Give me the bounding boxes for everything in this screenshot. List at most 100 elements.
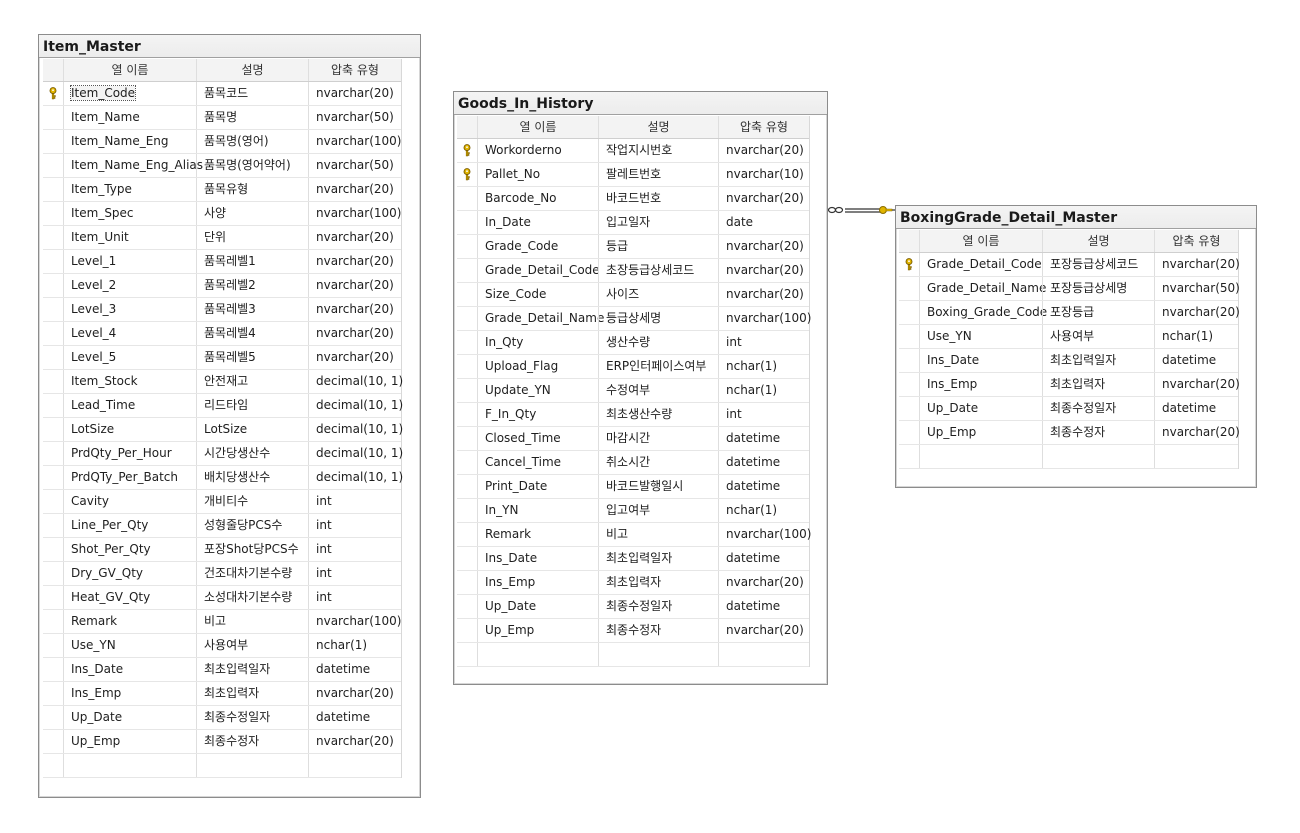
row-selector[interactable]	[457, 475, 477, 498]
compression-type-cell[interactable]: datetime	[1154, 397, 1238, 420]
compression-type-cell[interactable]: int	[308, 538, 401, 561]
column-name-cell[interactable]: Ins_Emp	[63, 682, 196, 705]
description-cell[interactable]: 품목레벨4	[196, 322, 308, 345]
row-selector[interactable]	[899, 373, 919, 396]
description-cell[interactable]: LotSize	[196, 418, 308, 441]
compression-type-cell[interactable]: nvarchar(20)	[308, 274, 401, 297]
description-cell[interactable]: 마감시간	[598, 427, 718, 450]
compression-type-cell[interactable]: nvarchar(20)	[308, 322, 401, 345]
empty-cell[interactable]	[919, 445, 1042, 468]
compression-type-cell[interactable]: nvarchar(20)	[308, 250, 401, 273]
compression-type-cell[interactable]: nvarchar(50)	[1154, 277, 1240, 300]
column-name-cell[interactable]: Barcode_No	[477, 187, 598, 210]
row-selector[interactable]	[43, 490, 63, 513]
description-cell[interactable]: 최초입력자	[1042, 373, 1154, 396]
row-selector[interactable]	[43, 154, 63, 177]
description-cell[interactable]: 개비티수	[196, 490, 308, 513]
row-selector[interactable]	[457, 523, 477, 546]
row-selector[interactable]	[457, 307, 477, 330]
row-selector[interactable]	[457, 403, 477, 426]
compression-type-cell[interactable]: nvarchar(20)	[718, 259, 809, 282]
column-name-cell[interactable]: In_YN	[477, 499, 598, 522]
row-selector[interactable]	[457, 163, 477, 186]
row-selector[interactable]	[43, 706, 63, 729]
description-cell[interactable]: 사용여부	[1042, 325, 1154, 348]
column-name-cell[interactable]: Cavity	[63, 490, 196, 513]
compression-type-cell[interactable]: decimal(10, 1)	[308, 394, 403, 417]
column-name-cell[interactable]: Ins_Date	[919, 349, 1042, 372]
compression-type-cell[interactable]: nchar(1)	[1154, 325, 1238, 348]
row-selector[interactable]	[43, 514, 63, 537]
row-selector[interactable]	[457, 331, 477, 354]
description-cell[interactable]: 최종수정자	[196, 730, 308, 753]
row-selector[interactable]	[899, 253, 919, 276]
row-selector[interactable]	[43, 250, 63, 273]
description-cell[interactable]: 최초입력일자	[1042, 349, 1154, 372]
description-cell[interactable]: 최초입력일자	[196, 658, 308, 681]
row-selector[interactable]	[457, 619, 477, 642]
description-cell[interactable]: 최종수정자	[598, 619, 718, 642]
row-selector[interactable]	[43, 130, 63, 153]
description-cell[interactable]: 취소시간	[598, 451, 718, 474]
column-name-cell[interactable]: Up_Emp	[919, 421, 1042, 444]
row-selector[interactable]	[899, 277, 919, 300]
compression-type-cell[interactable]: nvarchar(20)	[308, 82, 401, 105]
column-name-cell[interactable]: Grade_Detail_Name	[477, 307, 604, 330]
column-name-cell[interactable]: Use_YN	[63, 634, 196, 657]
column-name-cell[interactable]: Item_Spec	[63, 202, 196, 225]
description-cell[interactable]: 비고	[196, 610, 308, 633]
compression-type-cell[interactable]: nchar(1)	[718, 499, 809, 522]
column-name-cell[interactable]: Remark	[63, 610, 196, 633]
column-name-cell[interactable]: Level_2	[63, 274, 196, 297]
column-name-cell[interactable]: Line_Per_Qty	[63, 514, 196, 537]
row-selector[interactable]	[43, 82, 63, 105]
row-selector[interactable]	[899, 325, 919, 348]
column-name-cell[interactable]: Grade_Detail_Code	[919, 253, 1042, 276]
description-cell[interactable]: 포장등급상세명	[1042, 277, 1154, 300]
column-name-cell[interactable]: Item_Name_Eng	[63, 130, 196, 153]
compression-type-cell[interactable]: nvarchar(100)	[308, 130, 402, 153]
compression-type-cell[interactable]: nvarchar(20)	[718, 235, 809, 258]
header-description[interactable]: 설명	[1042, 230, 1154, 252]
column-name-cell[interactable]: PrdQTy_Per_Batch	[63, 466, 196, 489]
compression-type-cell[interactable]: int	[308, 562, 401, 585]
compression-type-cell[interactable]: int	[718, 403, 809, 426]
compression-type-cell[interactable]: int	[308, 514, 401, 537]
compression-type-cell[interactable]: nvarchar(20)	[718, 571, 809, 594]
column-name-cell[interactable]: In_Date	[477, 211, 598, 234]
column-name-cell[interactable]: Up_Date	[919, 397, 1042, 420]
description-cell[interactable]: 포장등급상세코드	[1042, 253, 1154, 276]
column-name-cell[interactable]: Shot_Per_Qty	[63, 538, 196, 561]
row-selector[interactable]	[457, 379, 477, 402]
description-cell[interactable]: 바코드번호	[598, 187, 718, 210]
compression-type-cell[interactable]: nvarchar(20)	[1154, 301, 1240, 324]
row-selector[interactable]	[899, 349, 919, 372]
column-name-cell[interactable]: Level_3	[63, 298, 196, 321]
column-name-cell[interactable]: Pallet_No	[477, 163, 598, 186]
compression-type-cell[interactable]: nvarchar(20)	[308, 730, 401, 753]
description-cell[interactable]: 최종수정일자	[196, 706, 308, 729]
description-cell[interactable]: 품목명(영어약어)	[196, 154, 308, 177]
compression-type-cell[interactable]: nvarchar(20)	[308, 226, 401, 249]
